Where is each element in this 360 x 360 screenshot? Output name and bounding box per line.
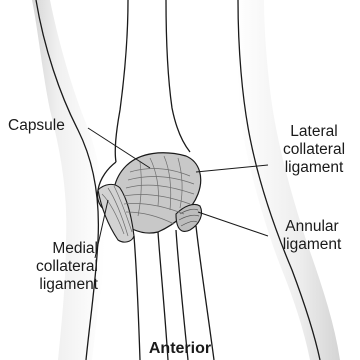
arm-skin-right-shade <box>236 0 340 360</box>
medial-collateral-line1: Medial <box>6 240 98 258</box>
medial-collateral-label: Medial collateral ligament <box>6 240 98 294</box>
lateral-collateral-line3: ligament <box>272 159 356 177</box>
medial-collateral-line3: ligament <box>6 276 98 294</box>
capsule-label: Capsule <box>8 117 65 135</box>
lateral-collateral-line2: collateral <box>272 141 356 159</box>
leader-annular <box>198 212 268 236</box>
humerus-left-edge <box>115 0 128 162</box>
medial-collateral-line2: collateral <box>6 258 98 276</box>
view-caption: Anterior <box>120 340 240 358</box>
annular-line2: ligament <box>270 236 354 254</box>
annular-label: Annular ligament <box>270 218 354 254</box>
lateral-collateral-line1: Lateral <box>272 123 356 141</box>
lateral-collateral-label: Lateral collateral ligament <box>272 123 356 177</box>
humerus-right-edge <box>166 0 190 152</box>
annular-line1: Annular <box>270 218 354 236</box>
